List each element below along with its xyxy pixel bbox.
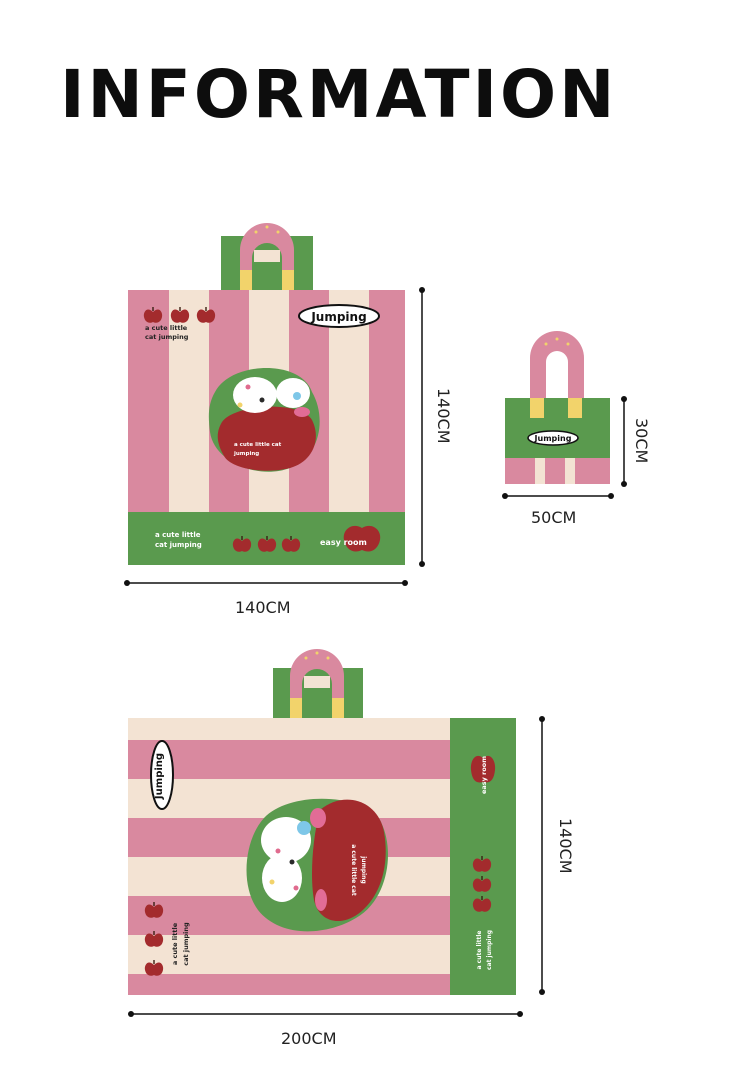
bag2-brand: Jumping bbox=[534, 434, 572, 443]
bag3-side-tagline-2: cat jumping bbox=[486, 930, 493, 970]
bag1-apple-text-2: jumping bbox=[233, 451, 259, 457]
bag1-apple-text-1: a cute little cat bbox=[234, 442, 282, 448]
bag1-width-label: 140CM bbox=[235, 598, 291, 617]
bag3-tagline-1: a cute little bbox=[171, 922, 179, 965]
bag3-shop: easy room bbox=[480, 756, 488, 794]
bag-small bbox=[502, 331, 627, 499]
bag3-width-label: 200CM bbox=[281, 1029, 337, 1048]
bag3-tagline-2: cat jumping bbox=[182, 922, 190, 966]
bag1-tagline-top-1: a cute little bbox=[145, 324, 188, 332]
bag3-side-tagline-1: a cute little bbox=[476, 931, 483, 970]
bag1-brand: Jumping bbox=[310, 310, 366, 324]
bag3-apple-text-1: a cute little cat bbox=[350, 844, 357, 896]
bag1-height-label: 140CM bbox=[434, 388, 453, 444]
bag3-brand: Jumping bbox=[154, 753, 165, 800]
bag3-apple-text-2: jumping bbox=[360, 855, 367, 884]
bag1-tagline-bottom-2: cat jumping bbox=[155, 541, 202, 549]
bag-large-wide bbox=[128, 649, 545, 1017]
bag1-tagline-top-2: cat jumping bbox=[145, 333, 189, 341]
bag1-tagline-bottom-1: a cute little bbox=[155, 531, 201, 539]
bag2-height-label: 30CM bbox=[632, 418, 651, 464]
bag3-height-label: 140CM bbox=[556, 818, 575, 874]
bag-large-square bbox=[124, 223, 425, 586]
bag2-width-label: 50CM bbox=[531, 508, 577, 527]
page-title: INFORMATION bbox=[60, 56, 618, 133]
bag1-shop: easy room bbox=[320, 538, 367, 547]
